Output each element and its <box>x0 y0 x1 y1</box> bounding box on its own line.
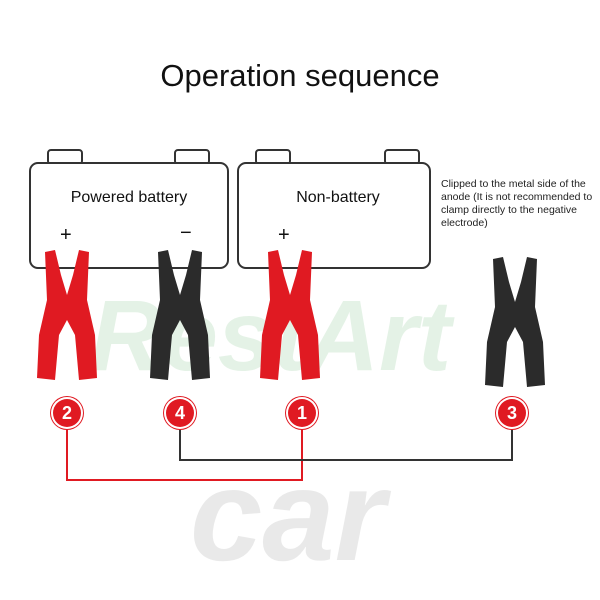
svg-text:car: car <box>190 442 392 588</box>
step-badge-1: 1 <box>288 399 316 427</box>
powered-minus-sign: − <box>180 222 192 244</box>
battery-powered <box>29 149 229 269</box>
clamp-note: Clipped to the metal side of the anode (… <box>441 178 593 229</box>
non-battery-label: Non-battery <box>296 189 380 206</box>
powered-plus-sign: + <box>60 224 72 246</box>
red-clamp-1-icon <box>37 250 97 380</box>
powered-battery-label: Powered battery <box>70 189 188 206</box>
red-wire <box>66 428 303 481</box>
step-badge-3: 3 <box>498 399 526 427</box>
step-badge-4: 4 <box>166 399 194 427</box>
page-title: Operation sequence <box>160 58 440 93</box>
black-wire <box>179 428 513 461</box>
step-badge-2: 2 <box>53 399 81 427</box>
black-clamp-1-icon <box>150 250 210 380</box>
non-battery-plus-sign: + <box>278 224 290 246</box>
battery-non <box>237 149 431 269</box>
wires <box>66 428 513 481</box>
black-clamp-2-icon <box>485 257 545 387</box>
red-clamp-2-icon <box>260 250 320 380</box>
